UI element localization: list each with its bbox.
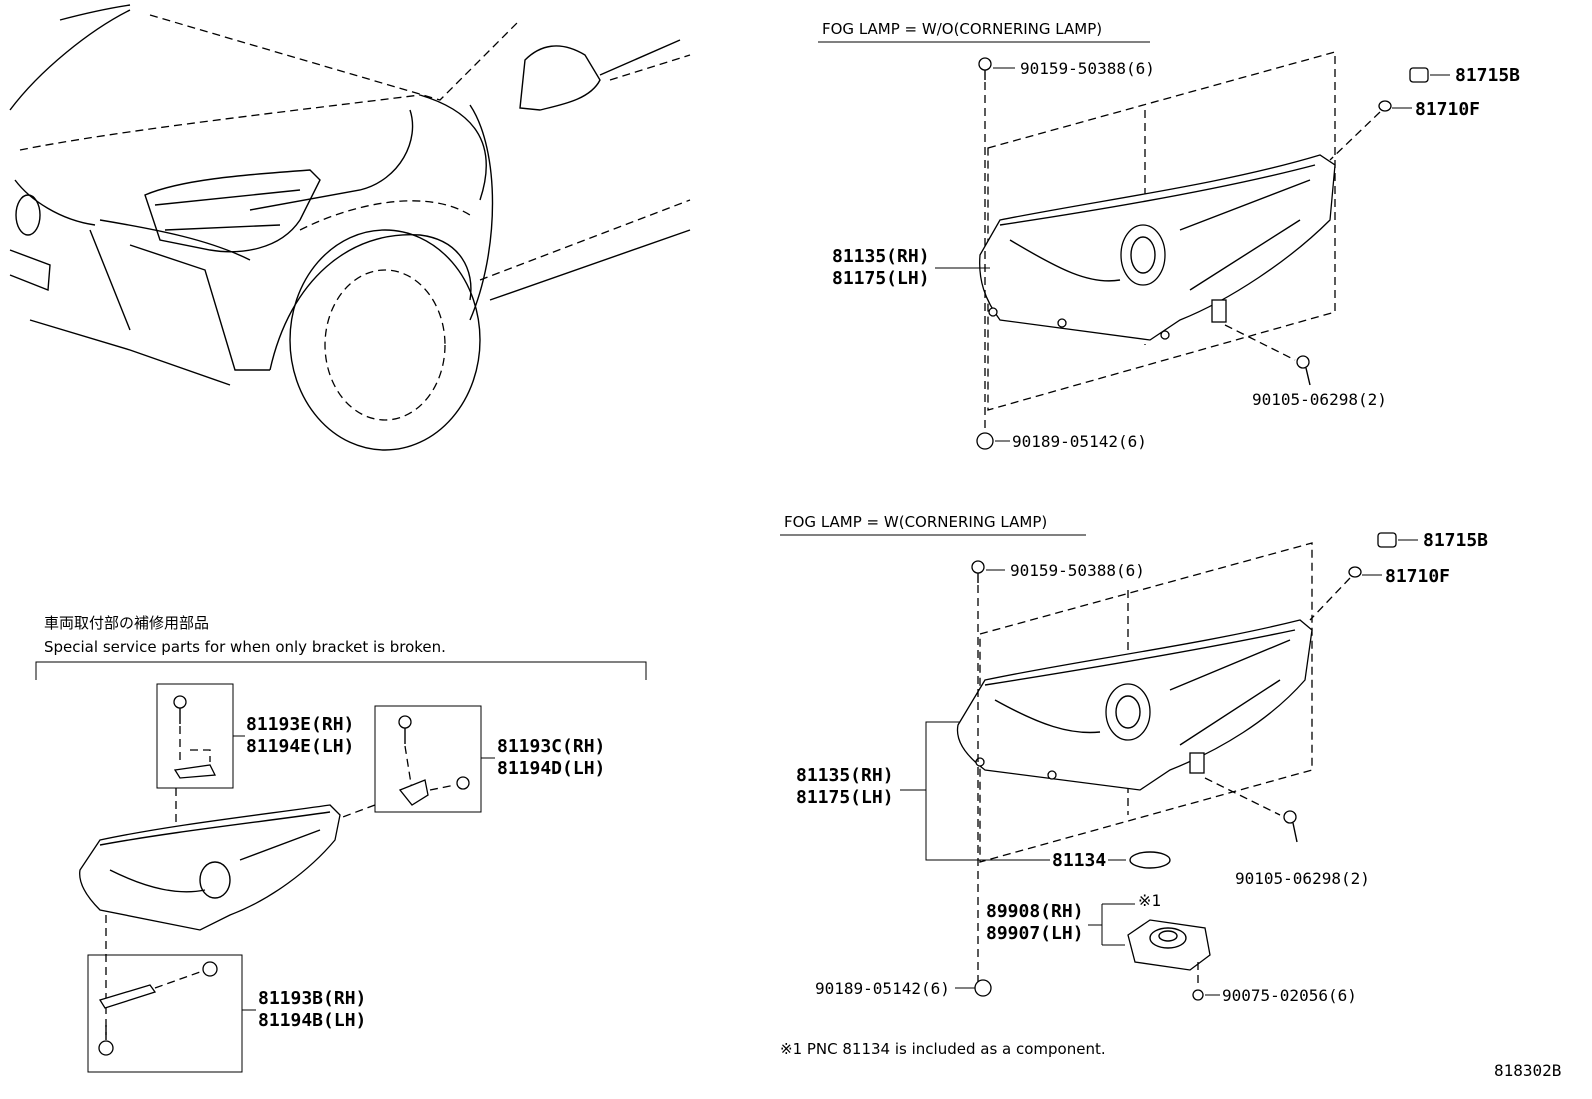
bracket-81193C: [398, 715, 470, 806]
label-81175-top: 81175(LH): [832, 268, 930, 289]
screw-90075-bottom: [1192, 962, 1220, 1001]
bulb-81715B-top: [1409, 67, 1450, 83]
label-81715B-top: 81715B: [1455, 65, 1520, 86]
label-90075-bottom: 90075-02056(6): [1222, 986, 1357, 1005]
label-90159-bottom: 90159-50388(6): [1010, 561, 1145, 580]
service-caption-en: Special service parts for when only brac…: [44, 638, 446, 656]
label-81193C: 81193C(RH): [497, 736, 605, 757]
bracket-81193E: [173, 695, 217, 779]
bulb-81710F-bottom: [1348, 566, 1362, 578]
label-81710F-top: 81710F: [1415, 99, 1480, 120]
ballast-89908: [1127, 919, 1211, 971]
label-81135-top: 81135(RH): [832, 246, 930, 267]
illustration-id: 818302B: [1494, 1061, 1561, 1080]
section-top: FOG LAMP = W/O(CORNERING LAMP) 90159-503…: [818, 20, 1520, 451]
label-89908-bottom: 89908(RH): [986, 901, 1084, 922]
label-90189-top: 90189-05142(6): [1012, 432, 1147, 451]
ring-81134: [1129, 851, 1171, 869]
label-81194D: 81194D(LH): [497, 758, 605, 779]
label-90189-bottom: 90189-05142(6): [815, 979, 950, 998]
label-81134-bottom: 81134: [1052, 850, 1106, 871]
label-81194B: 81194B(LH): [258, 1010, 366, 1031]
label-90105-top: 90105-06298(2): [1252, 390, 1387, 409]
screw-90105-top: [1224, 324, 1311, 386]
label-81193E: 81193E(RH): [246, 714, 354, 735]
bulb-81715B-bottom: [1377, 532, 1418, 548]
label-81710F-bottom: 81710F: [1385, 566, 1450, 587]
label-mark-bottom: ※1: [1138, 891, 1161, 910]
label-90159-top: 90159-50388(6): [1020, 59, 1155, 78]
label-81194E: 81194E(LH): [246, 736, 354, 757]
screw-90105-bottom: [1204, 777, 1298, 843]
car-front-illustration: [9, 4, 691, 451]
screw-90159-bottom: [971, 560, 1005, 583]
section-bottom-caption: FOG LAMP = W(CORNERING LAMP): [784, 513, 1047, 531]
screw-90159-top: [978, 57, 1015, 80]
box-81193C: [374, 705, 482, 813]
service-caption-jp: 車両取付部の補修用部品: [44, 614, 209, 632]
label-89907-bottom: 89907(LH): [986, 923, 1084, 944]
section-service: 車両取付部の補修用部品 Special service parts for wh…: [35, 614, 647, 1073]
section-bottom: FOG LAMP = W(CORNERING LAMP) 90159-50388…: [780, 513, 1488, 1058]
label-81175-bottom: 81175(LH): [796, 787, 894, 808]
label-90105-bottom: 90105-06298(2): [1235, 869, 1370, 888]
bracket-81193B: [98, 961, 218, 1056]
label-81715B-bottom: 81715B: [1423, 530, 1488, 551]
nut-90189-top: [976, 432, 1010, 450]
box-81193B: [87, 954, 243, 1073]
bulb-81710F-top: [1378, 100, 1392, 112]
nut-90189-bottom: [955, 979, 992, 997]
label-81193B: 81193B(RH): [258, 988, 366, 1009]
footnote: ※1 PNC 81134 is included as a component.: [780, 1040, 1106, 1058]
label-81135-bottom: 81135(RH): [796, 765, 894, 786]
section-top-caption: FOG LAMP = W/O(CORNERING LAMP): [822, 20, 1102, 38]
headlamp-service: [79, 804, 341, 931]
